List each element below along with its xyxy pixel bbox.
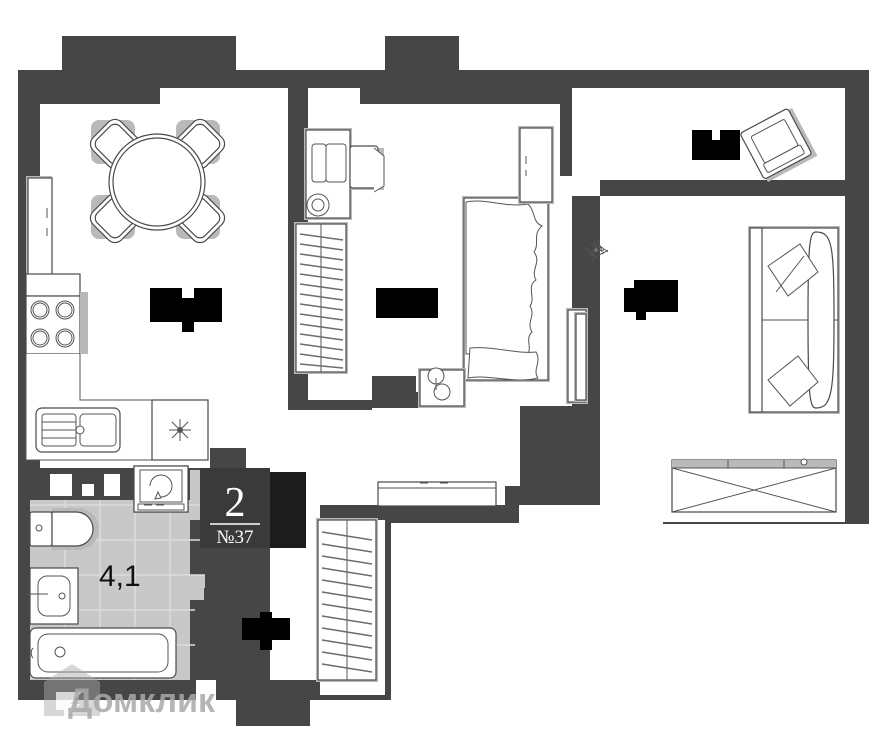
redaction-mark-kitchen	[150, 288, 222, 332]
cooktop-hob	[151, 399, 209, 461]
toilet	[29, 508, 99, 550]
watermark-text: Домклик	[68, 682, 216, 720]
furniture-balcony	[671, 108, 837, 513]
room-upper-mid	[572, 88, 592, 196]
furniture-kitchen	[25, 118, 226, 461]
kitchen-counter	[25, 273, 81, 297]
room-hall	[246, 392, 520, 680]
stove	[25, 292, 88, 355]
kitchen-sink	[35, 407, 121, 453]
loggia-glazing	[671, 458, 837, 513]
room-kitchen	[40, 88, 288, 468]
cabinet-panel	[518, 126, 554, 204]
wardrobe-hall	[316, 518, 378, 682]
bathtub	[29, 627, 177, 679]
furniture-hall	[204, 481, 497, 682]
door-jamb	[204, 588, 212, 608]
desk-chair	[349, 145, 385, 193]
furniture-living	[574, 226, 840, 414]
furniture-bedroom	[294, 126, 588, 408]
washing-machine-front	[133, 465, 189, 513]
area-label-bathroom: 4,1	[99, 560, 141, 593]
washbasin	[26, 567, 79, 625]
bed	[462, 196, 550, 382]
wardrobe-bedroom	[294, 222, 348, 374]
redaction-mark-hall	[242, 612, 290, 650]
dining-table	[108, 133, 206, 231]
desk	[304, 128, 352, 220]
watermark: Домклик	[44, 664, 216, 720]
living-cabinet	[574, 312, 588, 402]
potted-plant	[585, 237, 609, 261]
refrigerator	[26, 176, 53, 278]
nightstand	[418, 367, 466, 408]
badge-apartment-number: №37	[216, 527, 253, 548]
room-count-badge: 2 №37	[200, 468, 306, 548]
console-shelf	[377, 481, 497, 507]
redaction-mark-bedroom	[376, 288, 438, 318]
armchair-balcony	[740, 108, 818, 182]
furniture-bathroom	[26, 465, 190, 679]
sofa	[748, 226, 840, 414]
hanger-rail	[299, 233, 344, 369]
badge-room-count: 2	[225, 480, 246, 526]
redaction-mark-balcony	[692, 130, 740, 160]
redaction-mark-living	[624, 280, 678, 320]
domklik-logo-icon	[44, 664, 100, 720]
